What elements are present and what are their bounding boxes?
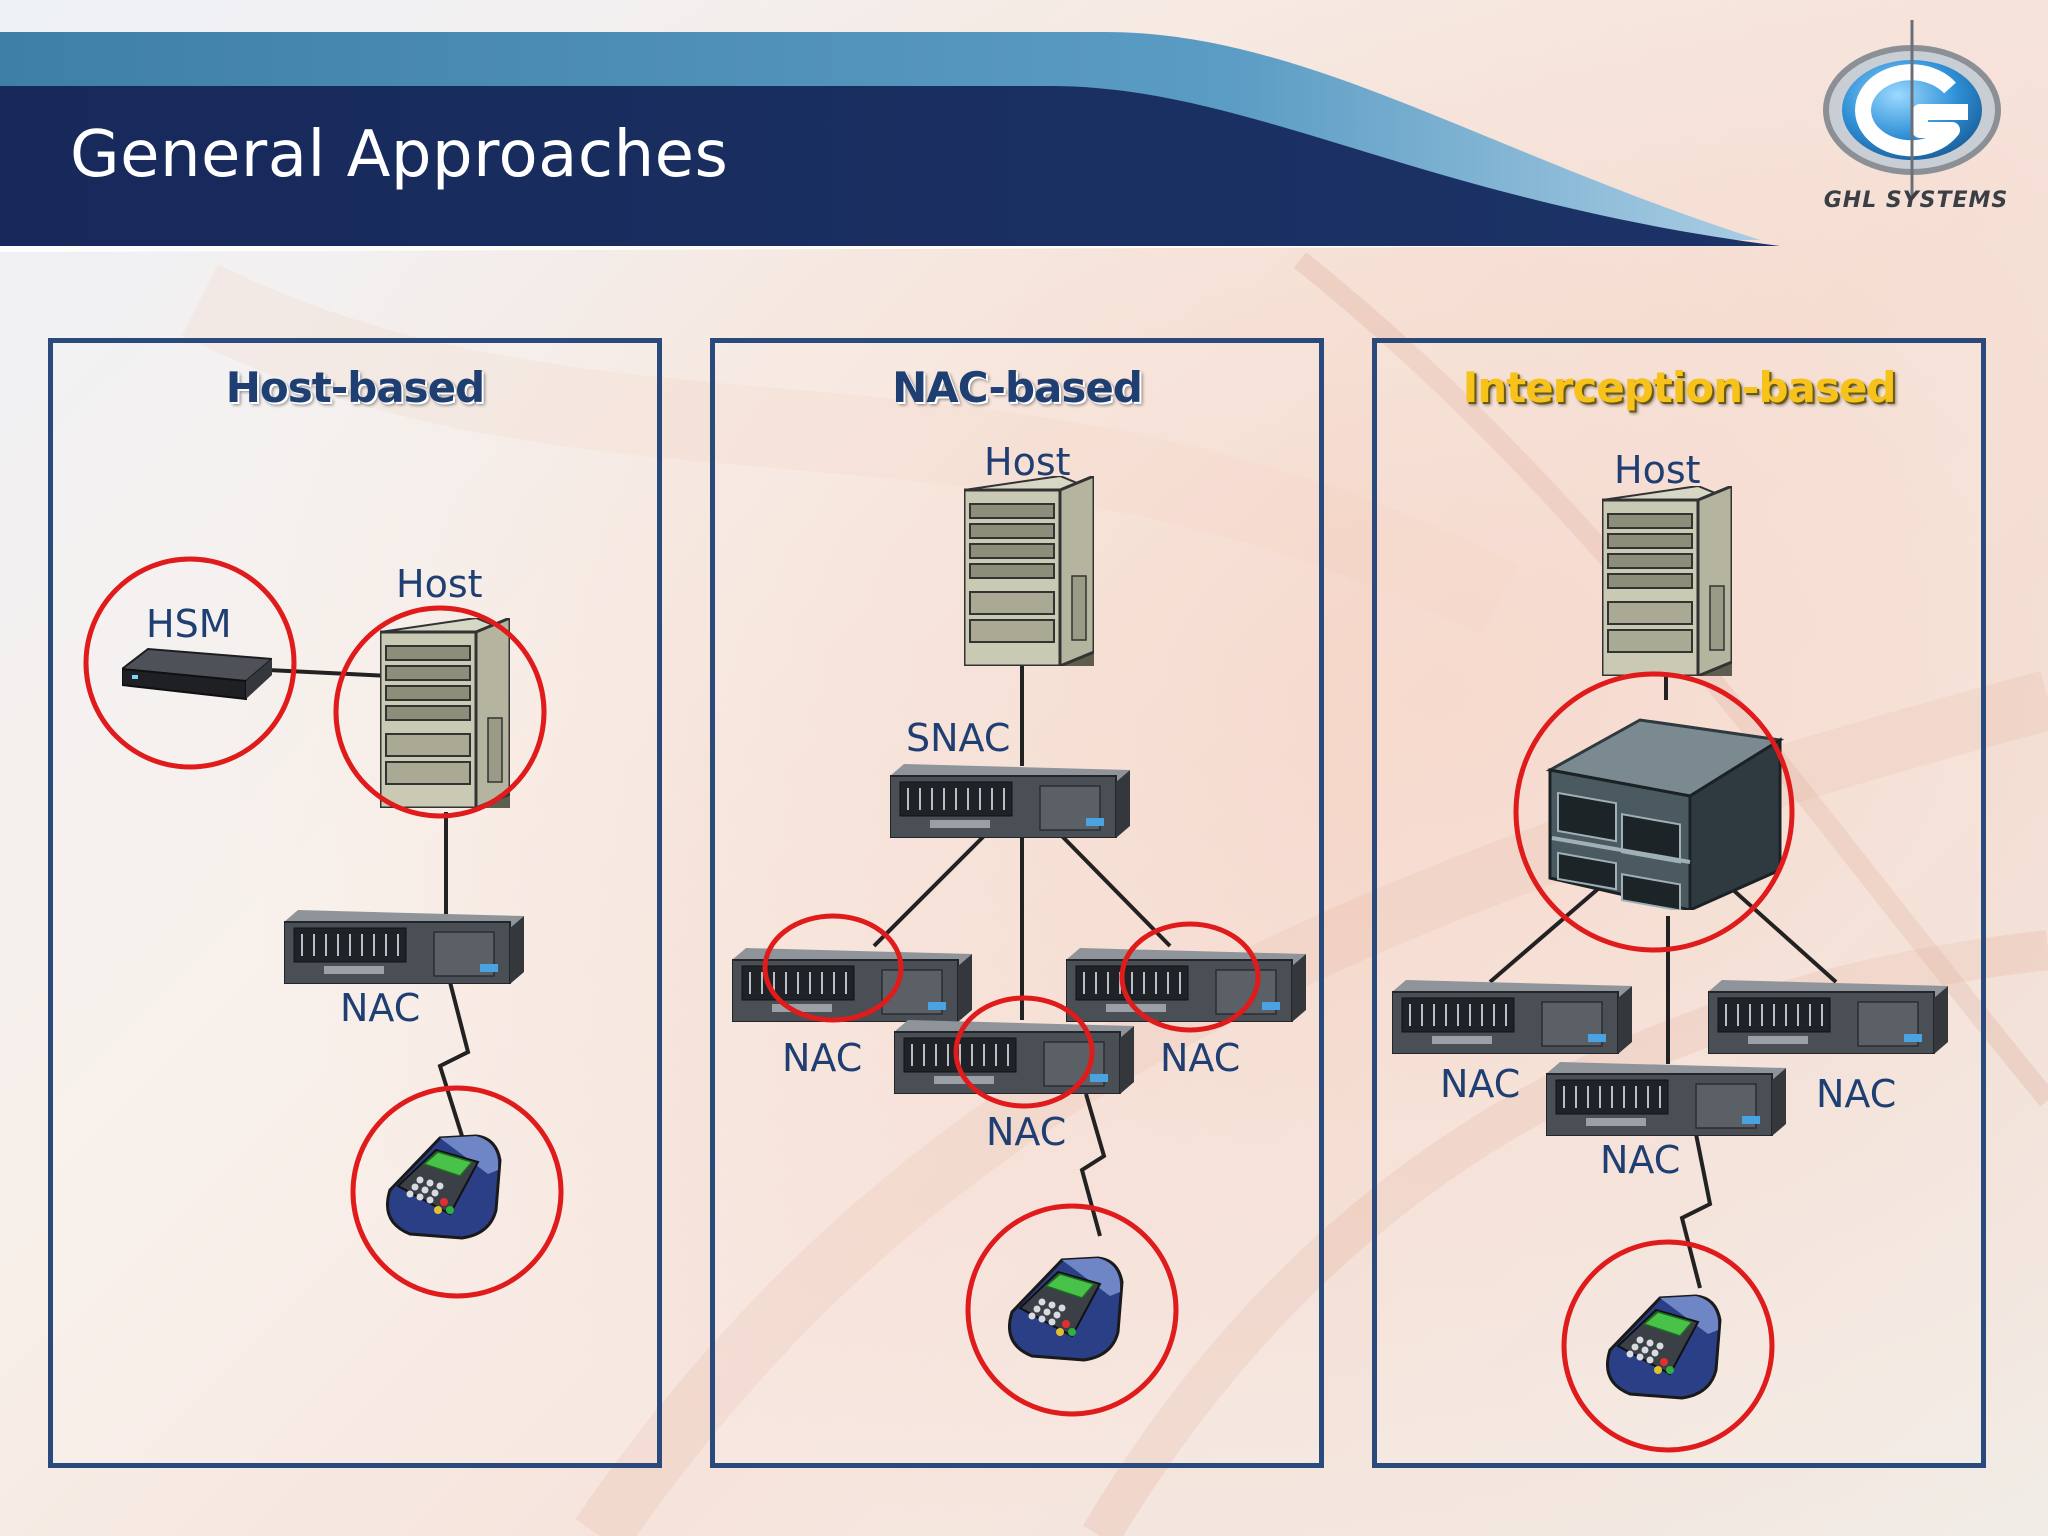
label-nac-bottom: NAC	[986, 1110, 1067, 1154]
snac-device-icon	[890, 764, 1130, 838]
label-nac-left: NAC	[1440, 1062, 1521, 1106]
nac-device-icon	[1708, 980, 1948, 1054]
label-nac: NAC	[340, 986, 421, 1030]
card-terminal-icon	[1008, 1256, 1124, 1362]
label-snac: SNAC	[906, 716, 1011, 760]
highlight-ring-terminal	[350, 1085, 564, 1299]
panel-host-based: Host-based	[48, 338, 662, 1468]
hsm-device-icon	[122, 647, 272, 701]
label-nac-left: NAC	[782, 1036, 863, 1080]
nac-device-icon	[1392, 980, 1632, 1054]
host-server-icon	[380, 618, 510, 808]
interception-appliance-icon	[1548, 718, 1782, 910]
panel-title: NAC-based	[892, 363, 1143, 412]
host-server-icon	[1602, 486, 1732, 676]
slide-title: General Approaches	[70, 118, 729, 192]
nac-based-diagram	[732, 476, 1306, 1417]
interception-based-diagram	[1392, 486, 1948, 1453]
highlight-ring-hsm	[83, 556, 297, 770]
panel-title: Interception-based	[1462, 363, 1897, 412]
label-nac-right: NAC	[1816, 1072, 1897, 1116]
header-banner	[0, 31, 1780, 252]
highlight-rings	[1513, 671, 1795, 1453]
host-based-diagram	[83, 556, 564, 1299]
highlight-ring-nac	[953, 995, 1095, 1109]
highlight-ring-terminal	[965, 1203, 1179, 1417]
highlight-ring-appliance	[1513, 671, 1795, 953]
slide-header: General Approaches GHL SYSTEMS	[0, 0, 2048, 260]
label-host: Host	[396, 562, 483, 606]
highlight-ring-host	[333, 605, 547, 819]
ghl-logo-icon	[1823, 20, 2001, 198]
nac-device-icon	[1546, 1062, 1786, 1136]
nac-device-icon	[1066, 948, 1306, 1022]
highlight-rings	[762, 913, 1261, 1417]
card-terminal-icon	[1606, 1294, 1722, 1400]
label-host: Host	[1614, 448, 1701, 492]
label-nac-bottom: NAC	[1600, 1138, 1681, 1182]
highlight-rings	[83, 556, 564, 1299]
label-hsm: HSM	[146, 602, 232, 646]
highlight-ring-nac	[1119, 921, 1261, 1033]
nac-device-icon	[894, 1020, 1134, 1094]
panel-title: Host-based	[225, 363, 485, 412]
logo-text: GHL SYSTEMS	[1823, 188, 2009, 213]
host-server-icon	[964, 476, 1094, 666]
card-terminal-icon	[386, 1134, 502, 1240]
nac-device-icon	[284, 910, 524, 984]
label-nac-right: NAC	[1160, 1036, 1241, 1080]
highlight-ring-terminal	[1561, 1239, 1775, 1453]
label-host: Host	[984, 440, 1071, 484]
highlight-ring-nac	[762, 913, 904, 1023]
